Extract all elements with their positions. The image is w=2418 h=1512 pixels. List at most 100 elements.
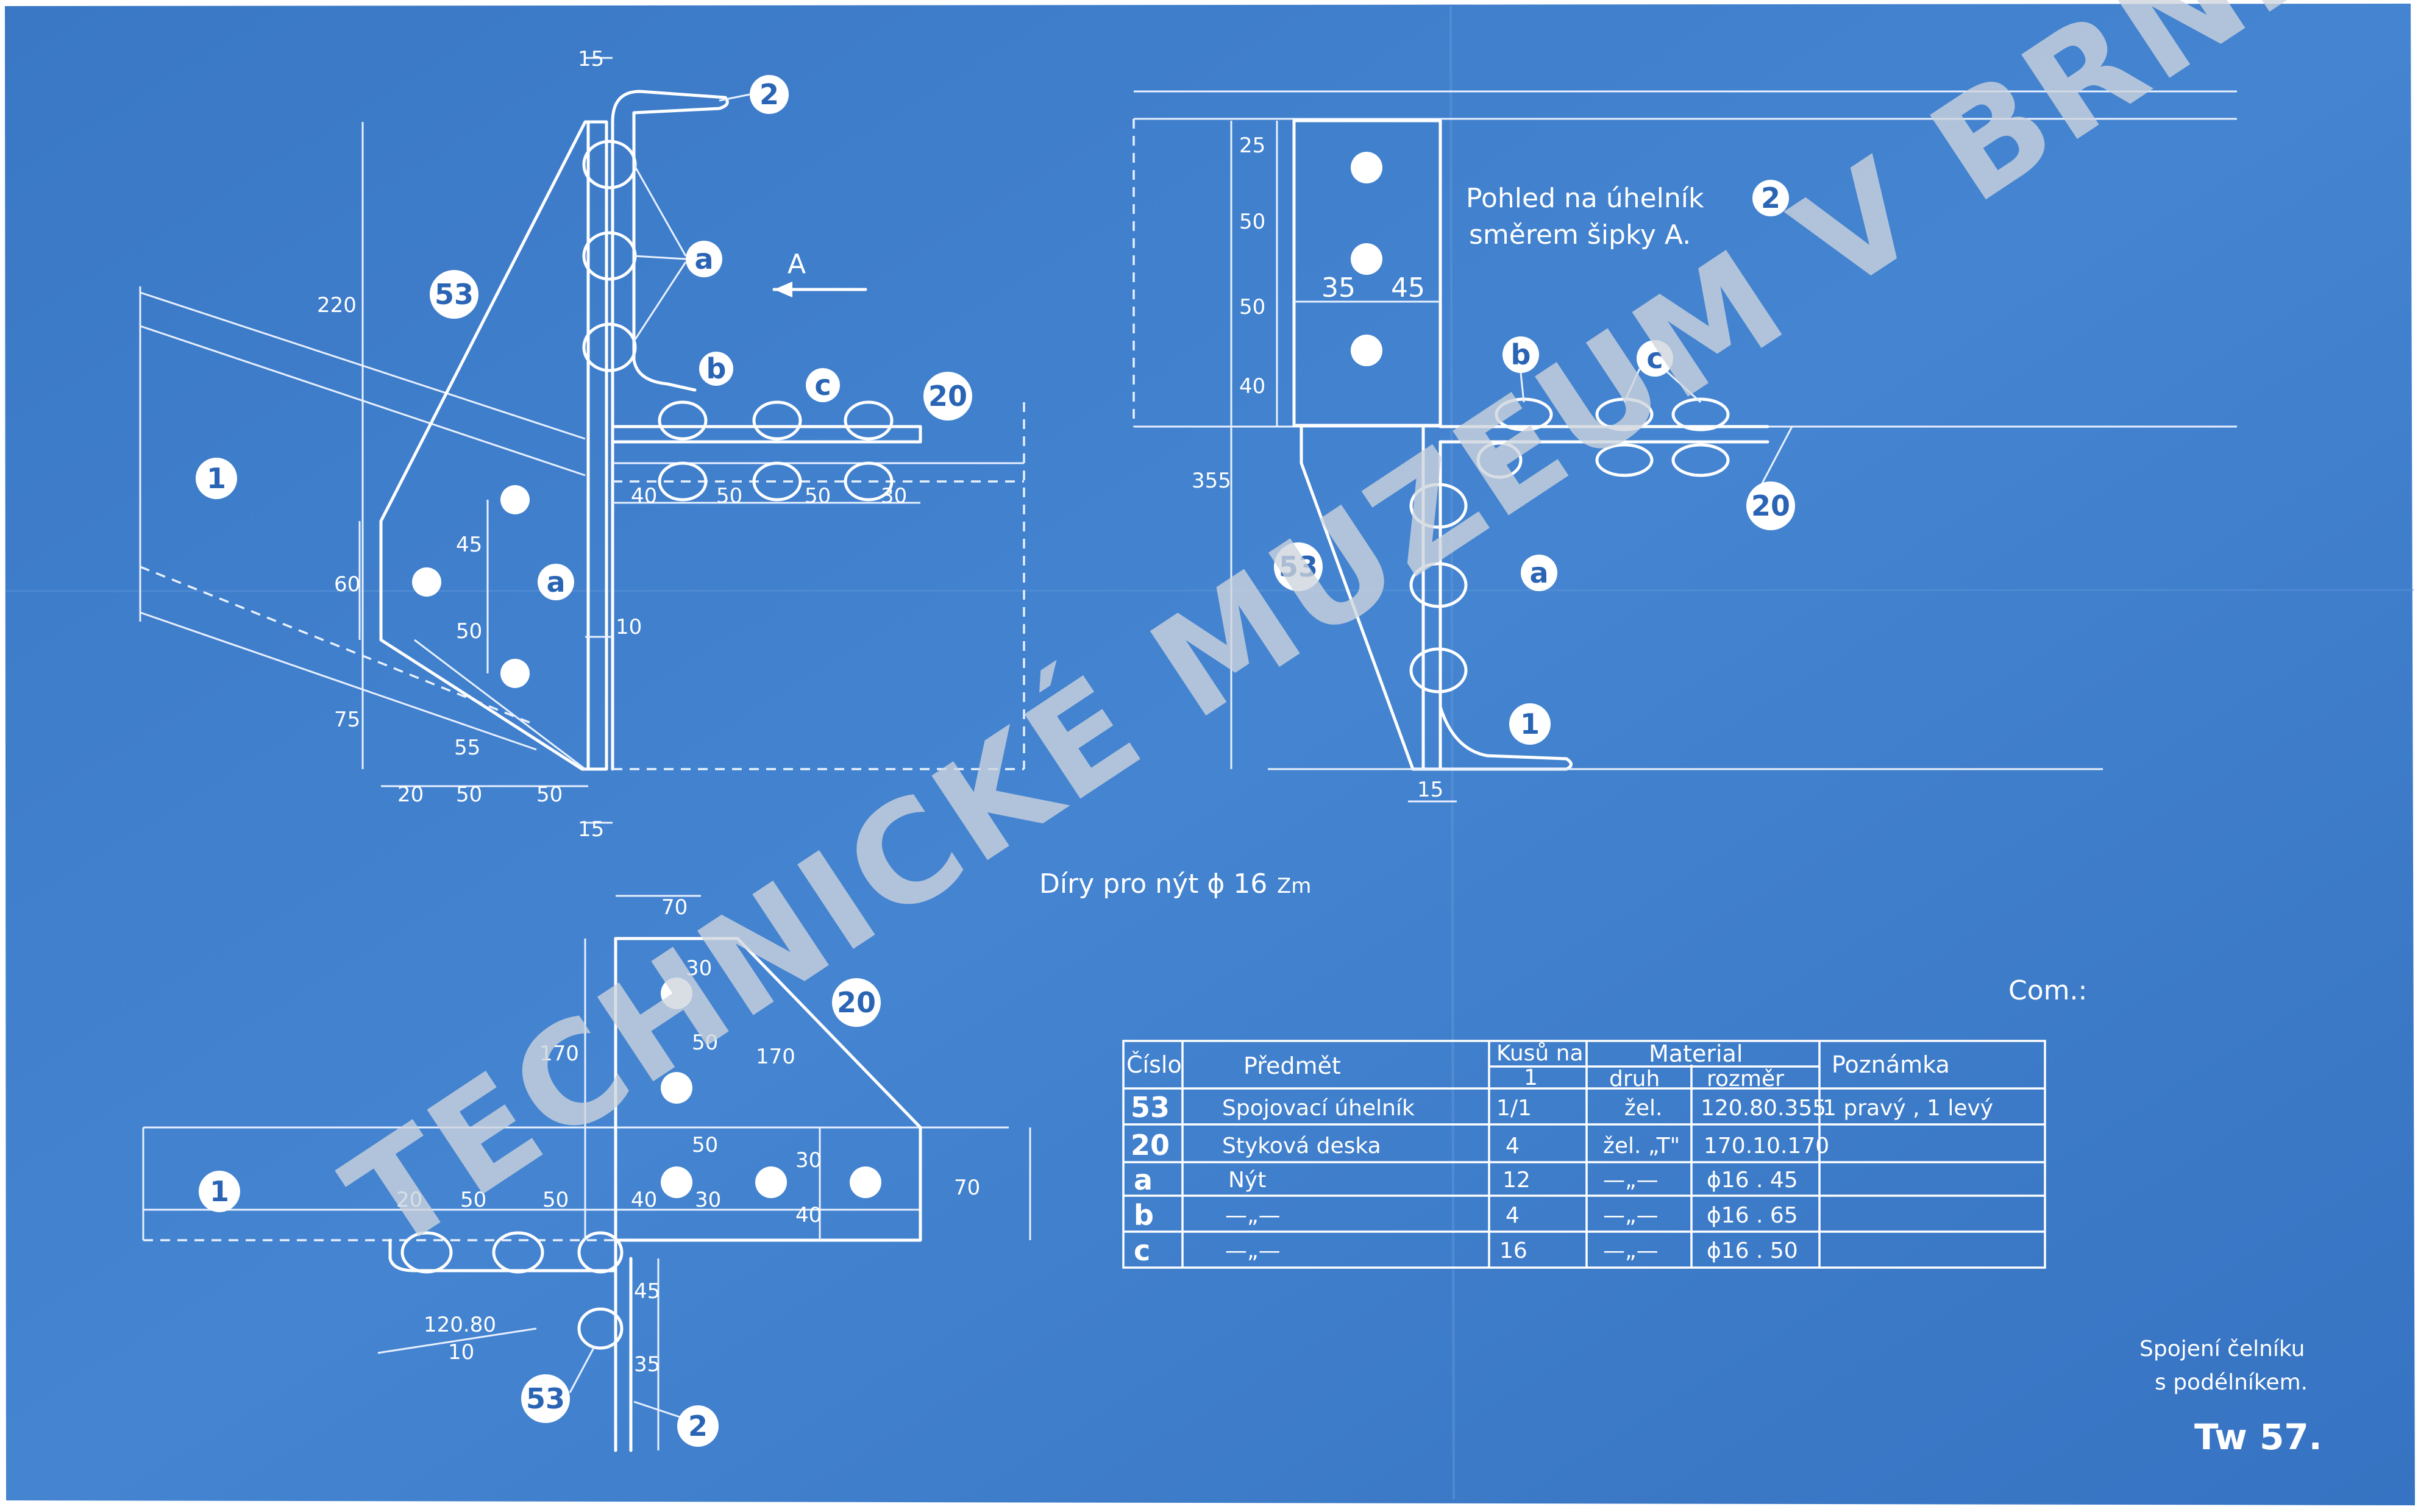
title-line2: s podélníkem. bbox=[2155, 1370, 2308, 1395]
callout-c-20: 20 bbox=[837, 986, 876, 1019]
dim-b-35: 35 bbox=[1321, 272, 1356, 303]
dim-c-120-80: 120.80 bbox=[424, 1313, 496, 1337]
row4-rozmer: ϕ16 . 65 bbox=[1707, 1203, 1798, 1228]
view-a-elevation bbox=[139, 57, 1025, 824]
row1-rozmer: 120.80.355 bbox=[1701, 1096, 1826, 1121]
dim-c-35: 35 bbox=[634, 1352, 660, 1377]
callout-c-1: 1 bbox=[210, 1175, 229, 1208]
dim-a-20: 20 bbox=[397, 783, 424, 807]
dim-a-45: 45 bbox=[456, 533, 482, 557]
callout-a-53: 53 bbox=[435, 278, 474, 311]
dim-c-45: 45 bbox=[634, 1279, 660, 1304]
dim-b-355: 355 bbox=[1192, 469, 1231, 493]
callout-b-53: 53 bbox=[1279, 550, 1318, 583]
dim-c-30-top: 30 bbox=[686, 956, 712, 981]
row2-druh: žel. „T" bbox=[1603, 1134, 1680, 1159]
row3-kusu: 12 bbox=[1502, 1168, 1531, 1193]
com-label: Com.: bbox=[2008, 975, 2087, 1006]
dim-b-25: 25 bbox=[1239, 133, 1265, 158]
dim-b-45: 45 bbox=[1391, 272, 1425, 303]
view-c-plan bbox=[142, 895, 1031, 1452]
callout-a-2: 2 bbox=[759, 78, 779, 111]
callout-a-c: c bbox=[814, 369, 831, 402]
row5-kusu: 16 bbox=[1499, 1238, 1527, 1263]
row2-kusu: 4 bbox=[1506, 1134, 1520, 1159]
note-view-line2: směrem šipky A. bbox=[1469, 219, 1691, 250]
row1-cislo: 53 bbox=[1131, 1091, 1170, 1124]
note-view-line1: Pohled na úhelník bbox=[1466, 183, 1704, 214]
view-a-callouts: 2 53 a b c 20 1 a bbox=[196, 75, 972, 600]
dim-a-50c: 50 bbox=[536, 783, 563, 807]
callout-a-20: 20 bbox=[928, 380, 967, 413]
row1-predmet: Spojovací úhelník bbox=[1222, 1096, 1415, 1121]
row2-cislo: 20 bbox=[1131, 1129, 1170, 1162]
table-row: 53 Spojovací úhelník 1/1 žel. 120.80.355… bbox=[1131, 1091, 1993, 1124]
title-line1: Spojení čelníku bbox=[2139, 1336, 2305, 1361]
callout-b-1: 1 bbox=[1520, 708, 1540, 740]
holes-mark: Zm bbox=[1277, 874, 1311, 898]
dim-a-40: 40 bbox=[631, 484, 657, 508]
dim-a-30: 30 bbox=[881, 484, 907, 508]
th-kusu: Kusů na bbox=[1496, 1041, 1584, 1066]
row5-druh: —„— bbox=[1603, 1238, 1659, 1263]
dim-a-50: 50 bbox=[456, 619, 482, 644]
callout-a-a: a bbox=[694, 243, 713, 275]
callout-b-c: c bbox=[1646, 342, 1663, 375]
dim-b-50a: 50 bbox=[1239, 210, 1265, 234]
th-material: Material bbox=[1649, 1040, 1743, 1067]
th-kusu-sub: 1 bbox=[1524, 1065, 1538, 1090]
callout-c-53: 53 bbox=[526, 1382, 565, 1415]
dim-b-15: 15 bbox=[1417, 778, 1443, 802]
callout-a-a2: a bbox=[546, 566, 565, 598]
dim-c-50-2: 50 bbox=[692, 1133, 718, 1157]
view-b-side-view bbox=[1133, 90, 2237, 803]
row4-druh: —„— bbox=[1603, 1203, 1659, 1228]
dim-c-30-3: 30 bbox=[795, 1148, 822, 1173]
row1-druh: žel. bbox=[1624, 1096, 1663, 1121]
paper-background bbox=[5, 4, 2415, 1505]
holes-note: Díry pro nýt ϕ 16 bbox=[1039, 868, 1267, 900]
dim-b-50b: 50 bbox=[1239, 295, 1265, 319]
row5-predmet: —„— bbox=[1225, 1238, 1281, 1263]
dim-a-60: 60 bbox=[334, 572, 360, 597]
row3-druh: —„— bbox=[1603, 1168, 1659, 1193]
dim-c-50-1: 50 bbox=[692, 1031, 718, 1055]
row1-poznamka: 1 pravý , 1 levý bbox=[1822, 1096, 1993, 1121]
dim-a-50e: 50 bbox=[805, 484, 831, 508]
callout-a-b: b bbox=[706, 352, 727, 385]
arrow-a-label: A bbox=[788, 249, 806, 280]
callout-b-a: a bbox=[1529, 556, 1548, 589]
dim-b-40: 40 bbox=[1239, 374, 1265, 399]
callout-b-20: 20 bbox=[1751, 489, 1790, 522]
table-row: b —„— 4 —„— ϕ16 . 65 bbox=[1134, 1199, 1798, 1232]
row1-kusu: 1/1 bbox=[1496, 1096, 1532, 1121]
row3-predmet: Nýt bbox=[1228, 1168, 1266, 1193]
table-row: c —„— 16 —„— ϕ16 . 50 bbox=[1134, 1234, 1798, 1267]
callout-c-2: 2 bbox=[688, 1410, 708, 1443]
dim-a-50b: 50 bbox=[456, 783, 482, 807]
note-ref-2: 2 bbox=[1761, 182, 1780, 215]
dim-a-10: 10 bbox=[616, 615, 642, 639]
dim-c-70-right: 70 bbox=[954, 1176, 980, 1200]
row2-predmet: Styková deska bbox=[1222, 1134, 1381, 1159]
th-druh: druh bbox=[1609, 1067, 1660, 1091]
dim-a-220: 220 bbox=[317, 293, 357, 318]
th-cislo: Číslo bbox=[1126, 1051, 1182, 1078]
parts-table bbox=[1122, 1040, 2046, 1269]
row5-rozmer: ϕ16 . 50 bbox=[1707, 1238, 1798, 1263]
th-predmet: Předmět bbox=[1243, 1052, 1341, 1079]
dim-c-40: 40 bbox=[631, 1188, 657, 1212]
row2-rozmer: 170.10.170 bbox=[1704, 1134, 1829, 1159]
row4-kusu: 4 bbox=[1506, 1203, 1520, 1228]
dim-c-50-4: 50 bbox=[542, 1188, 569, 1212]
th-poznamka: Poznámka bbox=[1832, 1051, 1950, 1078]
callout-b-b: b bbox=[1511, 338, 1531, 371]
drawing-number: Tw 57. bbox=[2194, 1416, 2322, 1458]
row3-rozmer: ϕ16 . 45 bbox=[1707, 1168, 1798, 1193]
row5-cislo: c bbox=[1134, 1234, 1150, 1267]
table-row: a Nýt 12 —„— ϕ16 . 45 bbox=[1134, 1163, 1798, 1196]
row4-cislo: b bbox=[1134, 1199, 1154, 1232]
note-ref-bubble bbox=[1752, 180, 1789, 216]
